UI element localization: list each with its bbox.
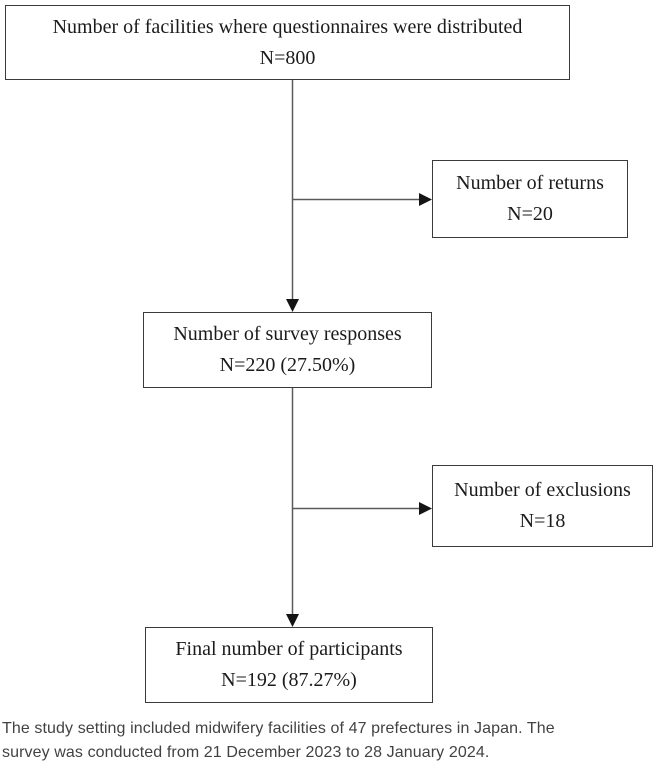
node-distributed-label: Number of facilities where questionnaire… <box>52 15 523 38</box>
arrowhead-right-returns <box>419 193 432 206</box>
node-final-value: N=192 (87.27%) <box>221 669 357 691</box>
arrowhead-right-exclusions <box>419 502 432 515</box>
node-exclusions-label: Number of exclusions <box>454 479 631 501</box>
node-responses: Number of survey responses N=220 (27.50%… <box>143 312 432 388</box>
node-exclusions: Number of exclusions N=18 <box>432 465 653 547</box>
figure-caption-line-1: The study setting included midwifery fac… <box>2 720 555 737</box>
node-returns-label: Number of returns <box>456 172 604 194</box>
node-exclusions-value: N=18 <box>519 510 566 532</box>
node-final-label: Final number of participants <box>175 638 403 660</box>
node-responses-value: N=220 (27.50%) <box>219 354 356 376</box>
node-responses-label: Number of survey responses <box>173 323 402 345</box>
node-distributed-value: N=800 <box>259 46 316 69</box>
node-final: Final number of participants N=192 (87.2… <box>145 627 433 703</box>
node-returns-value: N=20 <box>507 203 553 225</box>
node-distributed: Number of facilities where questionnaire… <box>5 5 570 80</box>
node-returns: Number of returns N=20 <box>432 160 628 238</box>
figure-caption: The study setting included midwifery fac… <box>2 717 662 764</box>
arrowhead-down-final <box>286 614 299 627</box>
figure-caption-line-2: survey was conducted from 21 December 20… <box>2 744 490 761</box>
arrowhead-down-responses <box>286 299 299 312</box>
